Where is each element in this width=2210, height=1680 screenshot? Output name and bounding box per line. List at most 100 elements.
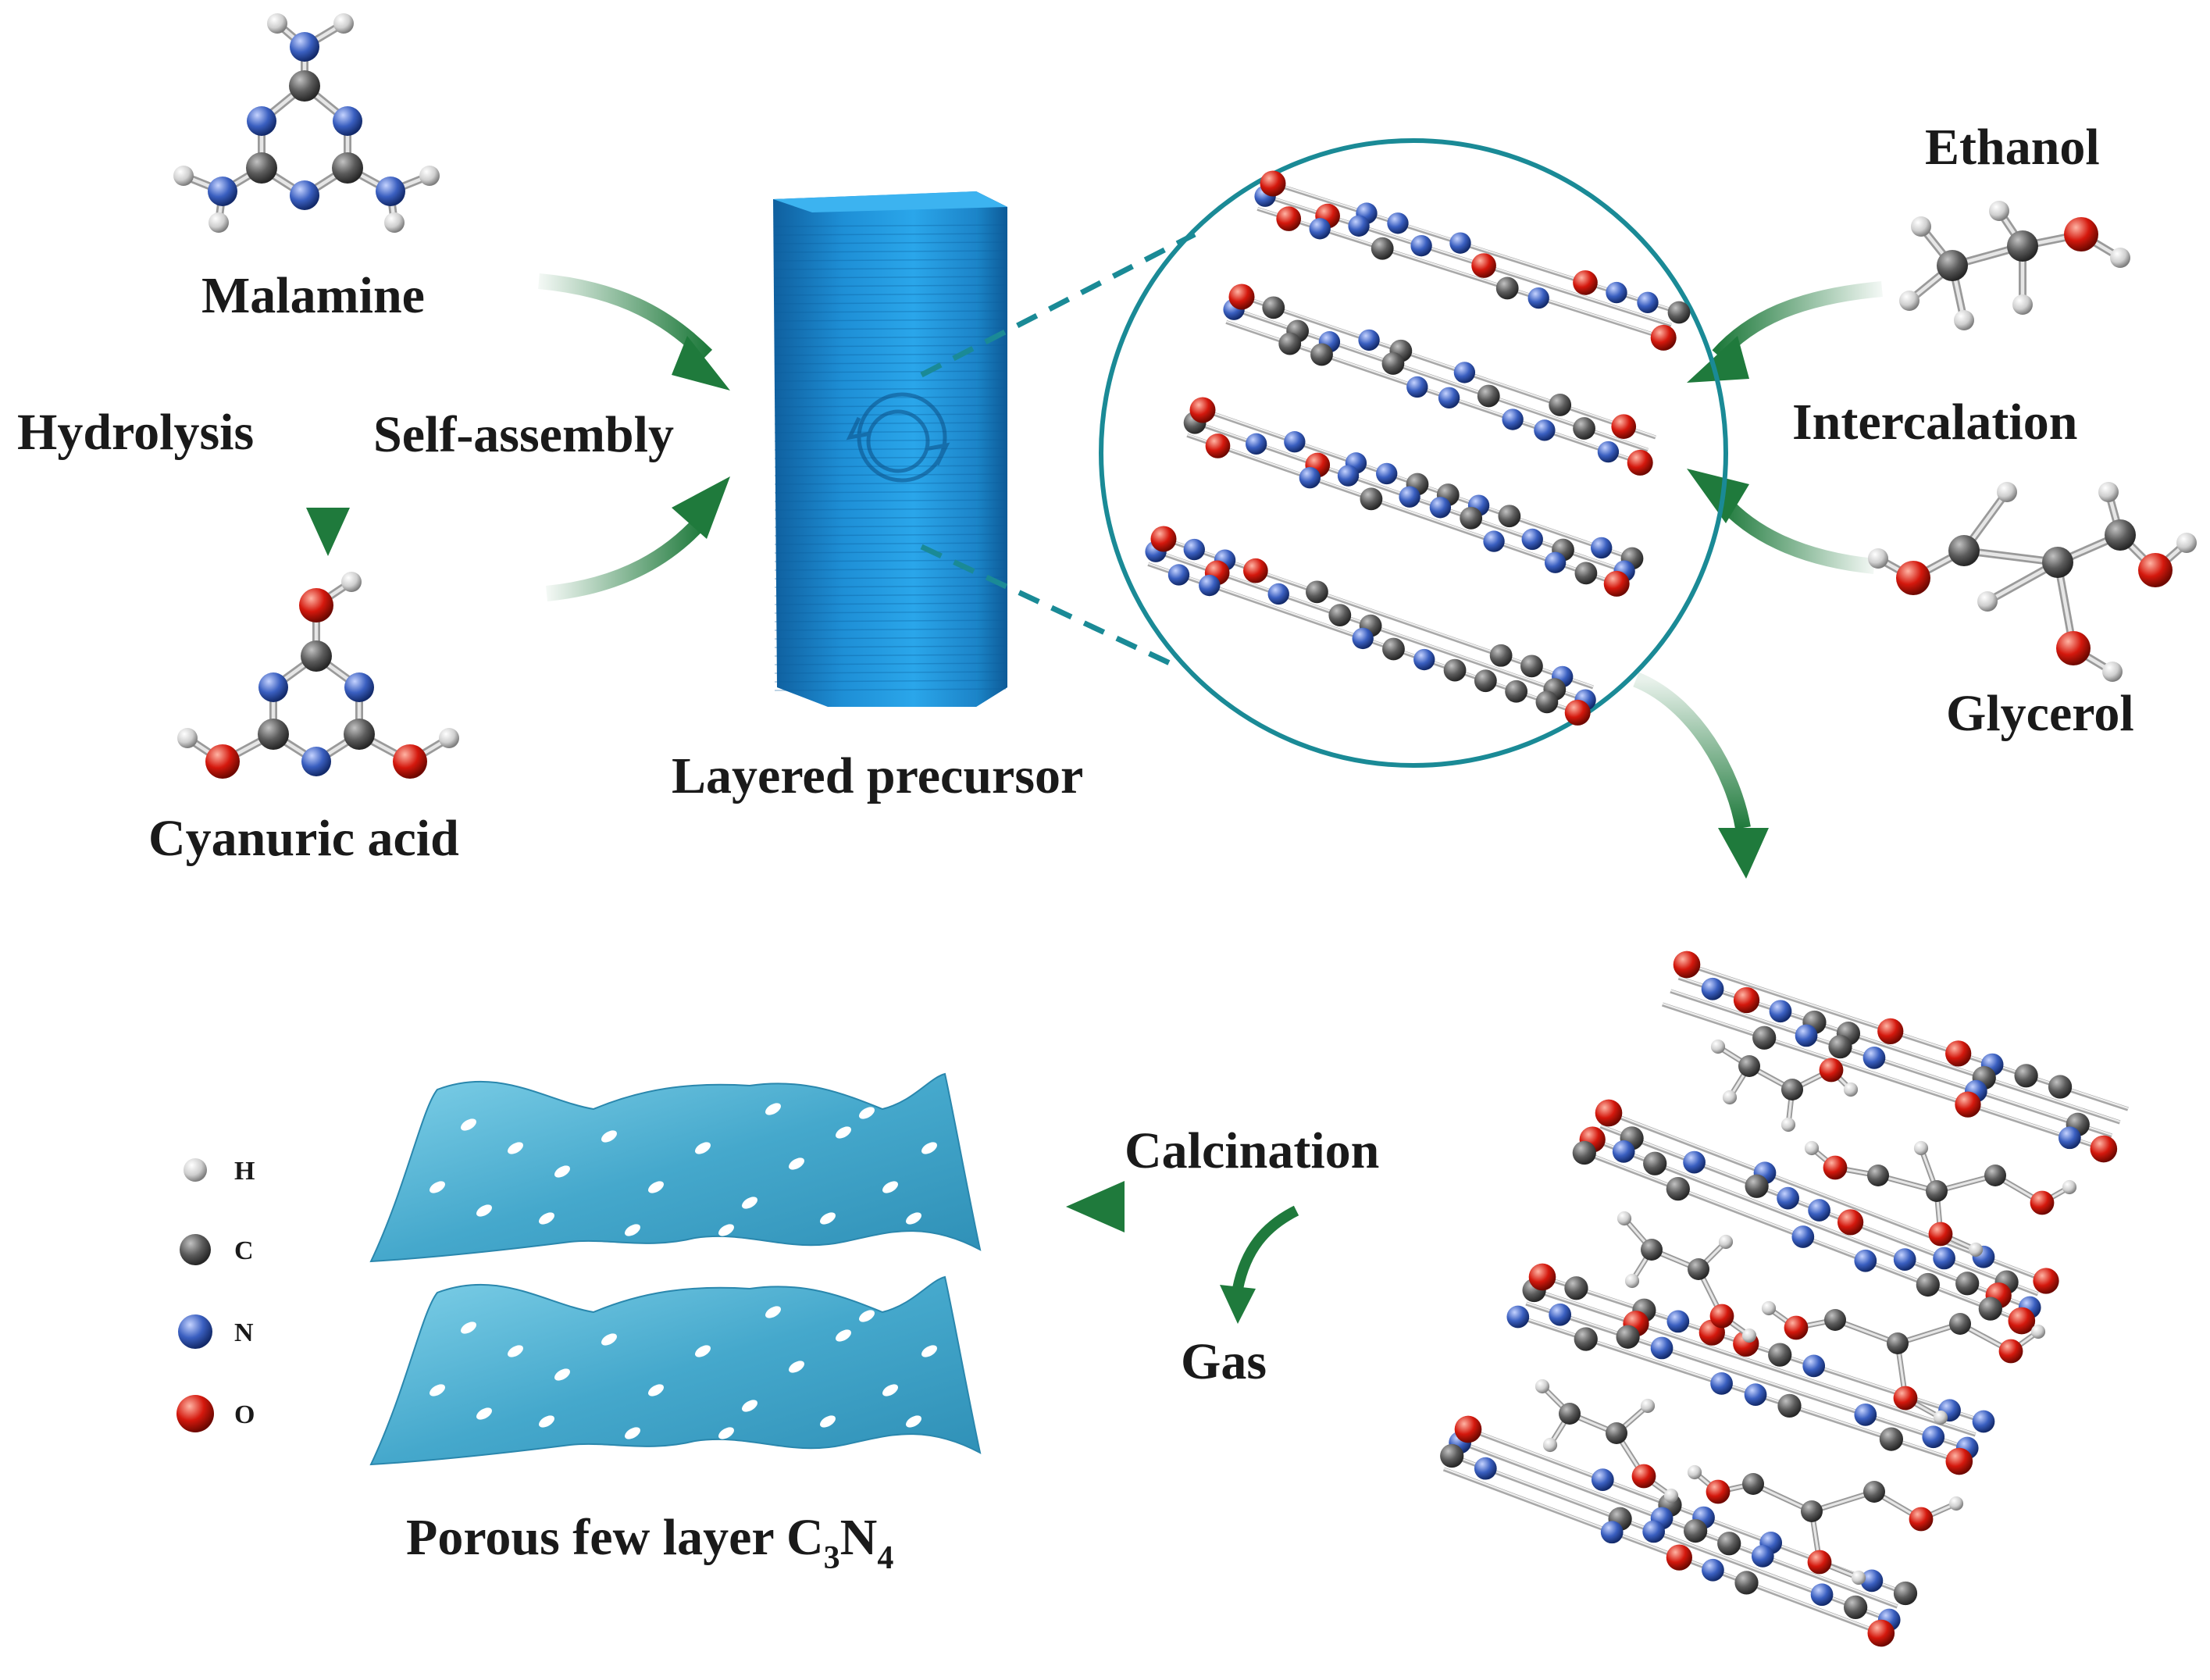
pore	[820, 1415, 836, 1428]
atom-o	[1706, 1479, 1731, 1504]
tower-layer-line	[774, 533, 1007, 537]
tower-layer-line	[774, 276, 1007, 279]
atom-h	[2110, 248, 2130, 268]
tower-layer-line	[774, 679, 1007, 683]
atom-h	[439, 728, 459, 748]
pore	[882, 1181, 898, 1193]
atom-c	[1948, 535, 1980, 566]
atom-n	[1642, 1520, 1666, 1543]
atom-h	[333, 13, 354, 34]
legend-c-atom-icon	[180, 1234, 211, 1265]
self-assembly-label: Self-assembly	[373, 406, 674, 463]
atom-n	[1267, 583, 1289, 605]
atom-h	[1948, 1496, 1964, 1511]
tower-layer-line	[774, 233, 1007, 236]
atom-n	[1376, 462, 1398, 485]
atom-n	[290, 32, 319, 62]
rotation-icon	[846, 392, 950, 483]
atom-c	[1460, 506, 1483, 530]
porous-sheet-top	[369, 1072, 982, 1263]
intercalated-glycerol-3	[1687, 1464, 1964, 1585]
pore	[695, 1345, 711, 1357]
pore	[718, 1427, 734, 1439]
atom-h	[1535, 1379, 1550, 1394]
tower-layer-line	[774, 259, 1007, 262]
tower-layer-line	[774, 671, 1007, 674]
atom-n	[1702, 1558, 1724, 1582]
tower-layer-line	[774, 301, 1007, 305]
tower-layer-line	[774, 559, 1007, 562]
atom-o	[205, 744, 240, 779]
layer-rod-hl	[1662, 1003, 2105, 1150]
atom-n	[1358, 329, 1380, 351]
atom-n	[1710, 1372, 1733, 1395]
atom-h	[2030, 1324, 2046, 1339]
atom-h	[1710, 1039, 1726, 1054]
tower-layer-line	[774, 448, 1007, 451]
cn-layer	[1506, 1263, 1995, 1475]
atom-h	[1663, 1488, 1679, 1503]
atom-c	[1360, 487, 1383, 511]
atom-o	[1573, 270, 1598, 295]
atom-n	[1399, 486, 1420, 508]
atom-h	[2012, 294, 2033, 315]
tower-layer-line	[774, 267, 1007, 270]
atom-o	[1784, 1315, 1809, 1340]
atom-h	[1640, 1398, 1656, 1414]
atom-o	[1837, 1209, 1864, 1236]
atom-n	[1854, 1403, 1877, 1426]
atom-h	[1722, 1090, 1738, 1105]
circle-cn-layers	[1145, 170, 1691, 726]
tower-layer-line	[774, 370, 1007, 373]
atom-n	[1637, 291, 1659, 313]
pore	[765, 1103, 781, 1115]
pore	[836, 1126, 851, 1139]
atom-o	[1528, 1263, 1556, 1291]
atom-n	[1453, 362, 1476, 383]
atom-n	[1474, 1457, 1497, 1480]
atom-n	[1199, 574, 1221, 597]
cn-layer	[1223, 284, 1656, 476]
product-label-sub3: 3	[824, 1540, 840, 1576]
atom-n	[1506, 1305, 1530, 1329]
pore	[539, 1212, 554, 1225]
tower-layer-line	[774, 310, 1007, 313]
atom-n	[1348, 215, 1370, 237]
atom-o	[1603, 570, 1630, 597]
glycerol-molecule	[1868, 482, 2197, 682]
atom-n	[1606, 281, 1627, 304]
legend-item-c: C	[180, 1234, 254, 1265]
arrows	[306, 273, 1883, 1324]
atom-o	[1896, 561, 1930, 595]
tower-layer-line	[774, 585, 1007, 588]
layer-rod-hl	[1443, 1468, 1882, 1634]
atom-c	[1505, 679, 1528, 703]
atom-o	[1733, 986, 1760, 1014]
atom-c	[1371, 237, 1394, 260]
atom-o	[1807, 1550, 1832, 1575]
atom-n	[1352, 627, 1374, 650]
atom-o	[1650, 324, 1677, 351]
tower-layer-line	[774, 379, 1007, 382]
atom-c	[246, 152, 277, 184]
cn-layer	[1661, 951, 2129, 1163]
atom-h	[1687, 1464, 1702, 1480]
atom-h	[2062, 1179, 2077, 1195]
atom-o	[1276, 206, 1302, 231]
atom-c	[1278, 332, 1302, 355]
tower-layer-line	[774, 473, 1007, 476]
atom-o	[1611, 414, 1637, 439]
tower-layer-lines	[774, 224, 1007, 691]
legend-c-label: C	[234, 1236, 254, 1265]
atom-c	[1801, 1500, 1823, 1522]
cn-layer	[1440, 1415, 1918, 1647]
atom-n	[1744, 1383, 1767, 1407]
atom-o	[2064, 217, 2098, 251]
ethanol-molecule	[1899, 201, 2130, 330]
atom-n	[1309, 218, 1331, 240]
atom-c	[301, 640, 332, 672]
pore	[586, 1298, 601, 1311]
atom-h	[1741, 1328, 1757, 1343]
atom-n	[1183, 538, 1205, 561]
